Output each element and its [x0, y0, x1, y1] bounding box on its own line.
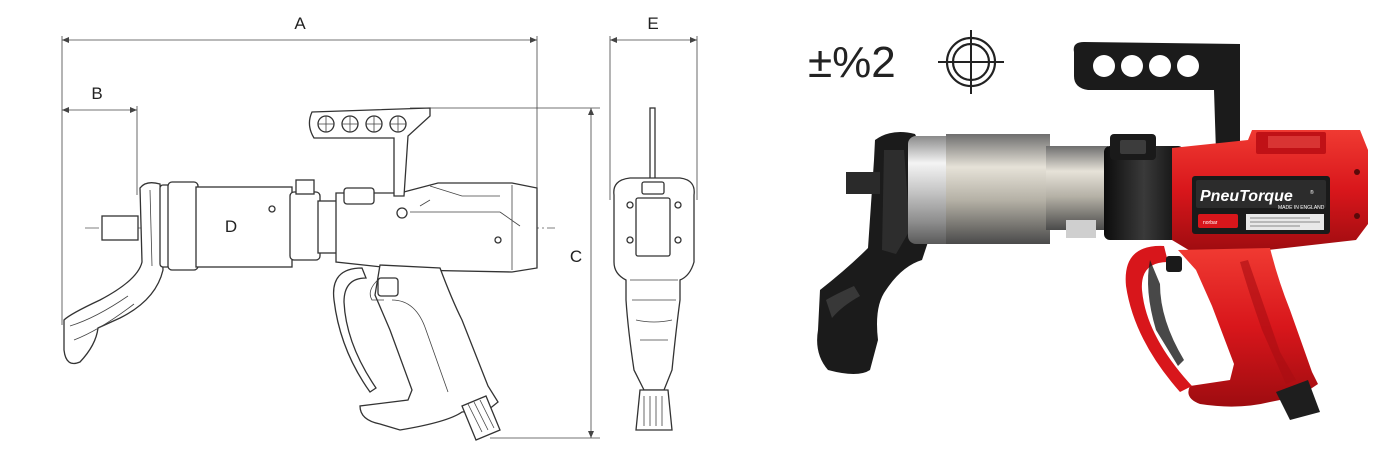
trigger-loop: [1125, 245, 1192, 392]
dimension-label-b: B: [91, 84, 102, 103]
trigger-loop-outline: [332, 267, 377, 393]
front-body-outline: [613, 177, 695, 391]
bracket-holes: [317, 115, 407, 133]
brand-label: PneuTorque ® MADE IN ENGLAND norbar: [1192, 176, 1330, 234]
dimension-label-e: E: [647, 14, 658, 33]
dimension-e: E: [609, 14, 698, 200]
gearbox-ring-photo: [908, 136, 958, 244]
dimension-label-c: C: [570, 247, 582, 266]
accuracy-value: ±%2: [808, 38, 896, 87]
dimension-label-d: D: [225, 217, 237, 236]
pistol-grip-outline: [359, 264, 499, 431]
air-inlet-outline: [461, 395, 501, 441]
front-view-drawing: E: [609, 14, 698, 431]
gearbox-photo: [946, 134, 1050, 244]
dimension-b: B: [62, 84, 138, 195]
reaction-arm-outline: [63, 182, 164, 365]
motor-body-outline: [335, 182, 538, 273]
motor-housing-photo: [1104, 146, 1184, 240]
gearbox-body: [195, 186, 293, 268]
air-inlet: [1276, 380, 1320, 420]
brand-registered: ®: [1310, 189, 1314, 196]
front-bracket: [649, 107, 656, 189]
brand-name: PneuTorque: [1200, 188, 1293, 205]
square-drive: [101, 215, 139, 241]
dimension-label-a: A: [294, 14, 306, 33]
handle-bracket: [1073, 42, 1240, 152]
bracket-holes-photo: [1093, 55, 1199, 77]
made-in-label: MADE IN ENGLAND: [1278, 205, 1325, 211]
gearbox-ring: [167, 181, 199, 271]
product-photo: PneuTorque ® MADE IN ENGLAND norbar: [817, 42, 1368, 420]
dimension-a: A: [61, 14, 538, 325]
square-drive-photo: [846, 172, 880, 194]
side-view-drawing: A B C D: [61, 14, 600, 441]
circle-crosshair-icon: [938, 30, 1004, 94]
front-air-inlet: [635, 389, 673, 431]
maker-logo-text: norbar: [1203, 220, 1218, 226]
dimension-c: C: [410, 107, 600, 439]
accuracy-indicator: ±%2: [808, 30, 1004, 94]
